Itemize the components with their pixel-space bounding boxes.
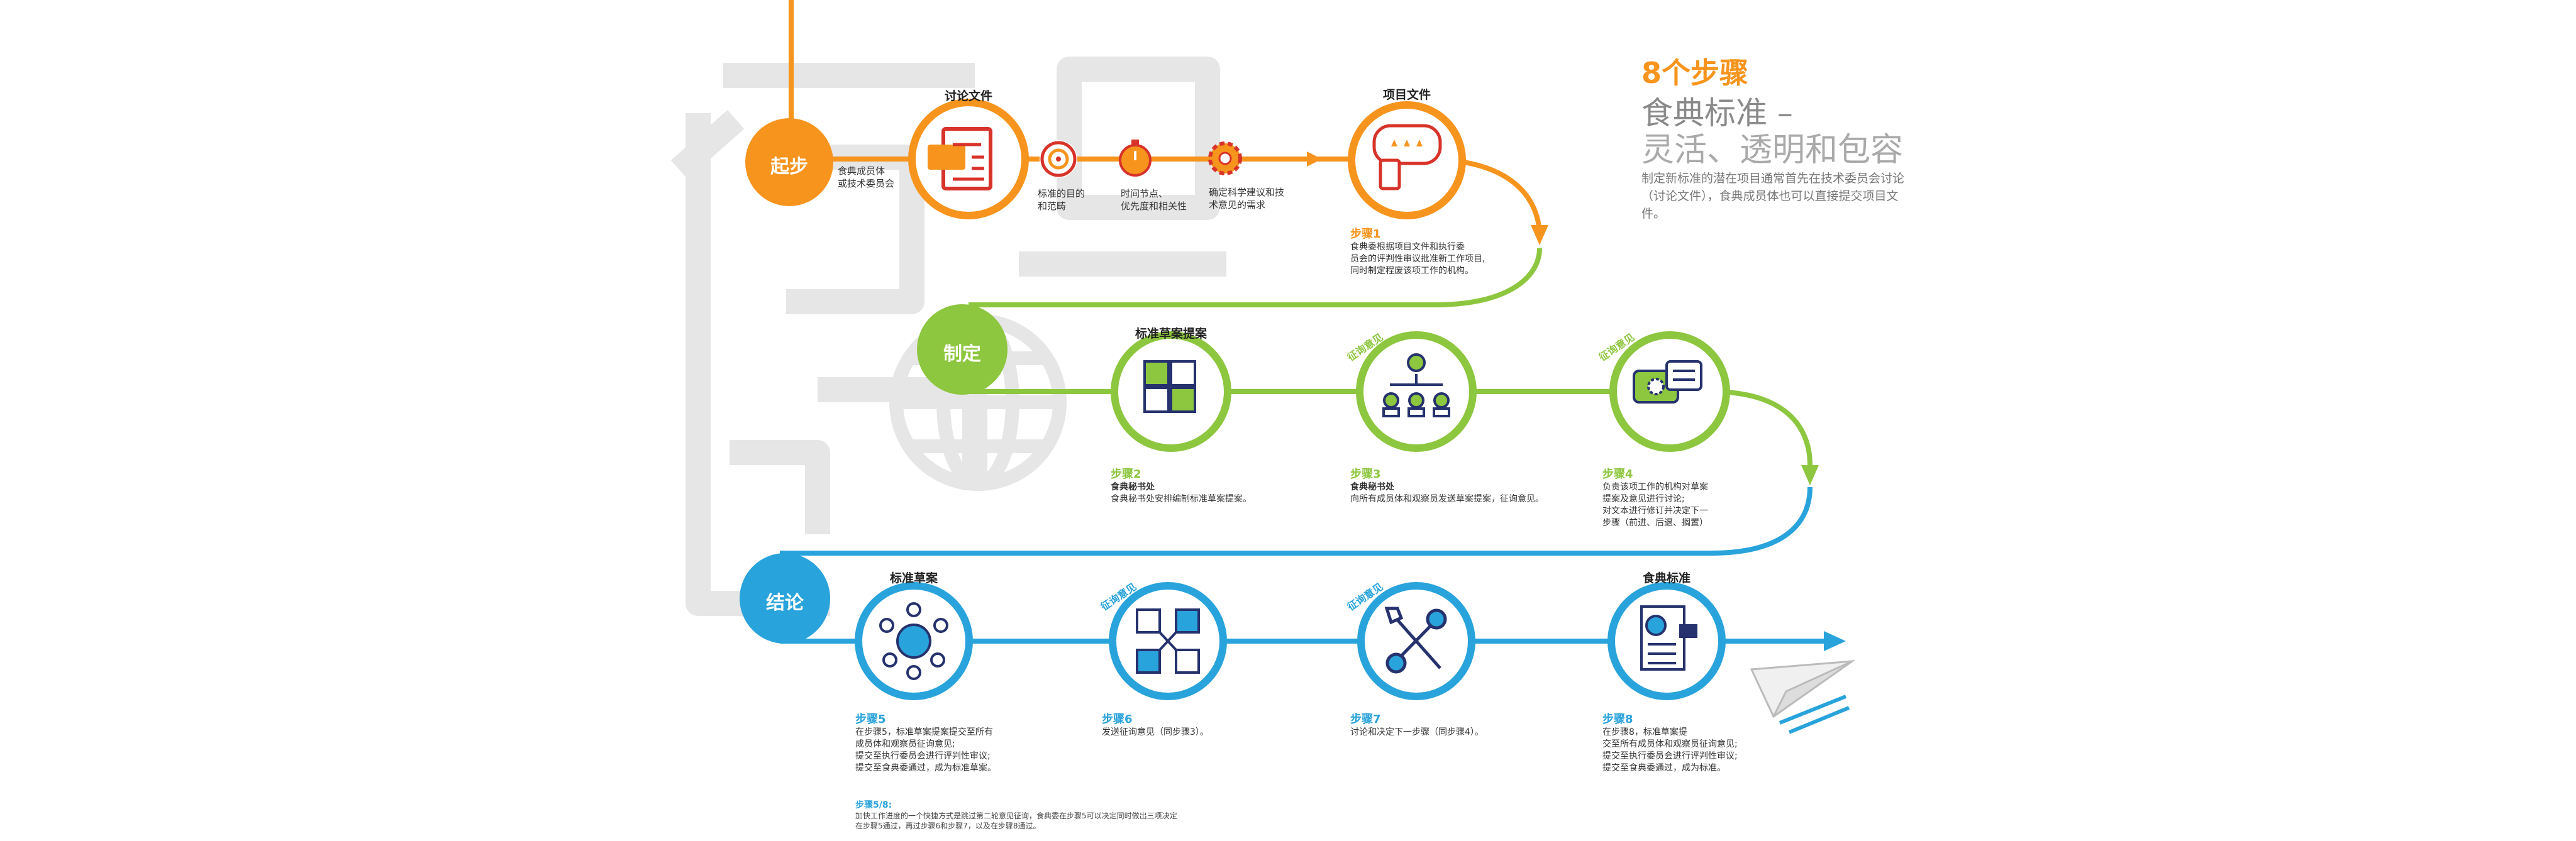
org-chart-icon [1382,353,1450,417]
discussion-icon [1633,360,1702,404]
arrow-green [1801,465,1819,485]
origin-label: 食典成员体 或技术委员会 [838,165,895,189]
step8-text: 步骤8 在步骤8，标准草案提 交至所有成员体和观察员征询意见; 提交至执行委员会… [1602,713,1738,773]
node-step4 [1609,331,1730,452]
arrow-orange-mid [1307,151,1322,167]
feedback-icon [1372,124,1442,190]
stage-label-develop: 制定 [943,343,981,365]
arrow-orange [1531,225,1548,245]
target-label: 标准的目的 和范畴 [1038,188,1085,212]
step5-text: 步骤5 在步骤5，标准草案提案提交至所有 成员体和观察员征询意见; 提交至执行委… [855,713,996,773]
timer-label: 时间节点、 优先度和相关性 [1121,188,1187,212]
node-step6 [1109,582,1227,700]
node-step8 [1607,582,1726,700]
node-step5 [855,582,973,700]
certificate-icon [1640,605,1697,671]
step3-text: 步骤3 食典秘书处 向所有成员体和观察员发送草案提案，征询意见。 [1350,468,1544,504]
gear-icon [1208,141,1242,175]
stage-label-conclude: 结论 [766,592,804,614]
node-step2 [1111,331,1231,452]
step1-text: 步骤1 食典委根据项目文件和执行委 员会的评判性审议批准新工作项目, 同时制定程… [1350,228,1485,276]
step5-tag: 标准草案 [889,571,938,585]
node-project-document [1348,101,1466,219]
header-count: 8个步骤 [1641,56,1749,90]
puzzle-icon [1143,360,1196,413]
stage-label-start: 起步 [770,156,808,178]
header-title: 食典标准 – [1641,95,1793,131]
document-icon [928,127,992,190]
paper-plane-icon [1750,660,1856,734]
tools-icon [1384,607,1447,674]
step8-tag: 食典标准 [1642,571,1690,585]
stopwatch-icon [1119,140,1152,177]
project-document-title: 项目文件 [1382,88,1431,102]
exchange-icon [1136,608,1200,674]
footnote: 步骤5/8: 加快工作进度的一个快捷方式是跳过第二轮意见征询，食典委在步骤5可以… [855,800,1177,830]
node-step3 [1356,331,1477,452]
step6-text: 步骤6 发送征询意见（同步骤3）。 [1102,713,1209,737]
target-icon [1040,140,1077,178]
node-step7 [1357,582,1475,700]
header-description: 制定新标准的潜在项目通常首先在技术委员会讨论（讨论文件），食典成员体也可以直接提… [1641,172,1905,221]
arrow-blue [1824,631,1846,651]
flow-path-green [969,248,1813,466]
stage-circle-develop [917,304,1008,395]
node-discussion-document [908,99,1029,219]
stage-circle-start [745,118,833,206]
gear-label: 确定科学建议和技 术意见的需求 [1209,187,1285,211]
step7-text: 步骤7 讨论和决定下一步骤（同步骤4）。 [1350,713,1484,737]
step2-tag: 标准草案提案 [1135,327,1207,341]
header-subtitle: 灵活、透明和包容 [1641,131,1904,169]
meeting-icon [879,602,948,680]
step4-text: 步骤4 负责该项工作的机构对草案 提案及意见进行讨论; 对文本进行修订并决定下一… [1602,468,1708,528]
discussion-document-title: 讨论文件 [944,89,992,103]
step2-text: 步骤2 食典秘书处 食典秘书处安排编制标准草案提案。 [1111,468,1252,504]
stage-circle-conclude [740,553,830,644]
